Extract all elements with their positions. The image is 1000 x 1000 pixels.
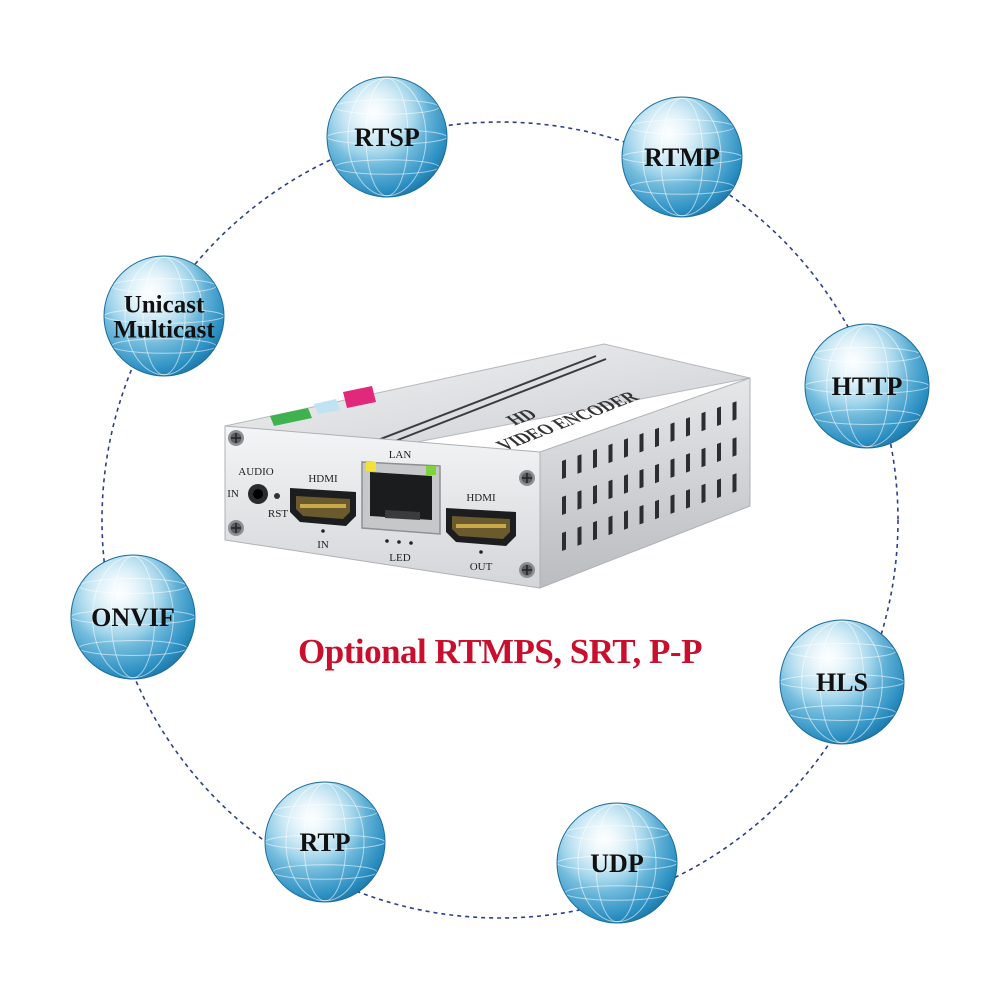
protocol-label: RTSP: [354, 123, 420, 152]
audio-in-label: IN: [227, 488, 239, 500]
vent-slot: [593, 520, 597, 541]
vent-slot: [717, 442, 721, 462]
led-label: LED: [389, 552, 410, 564]
protocol-label: Unicast: [124, 292, 205, 319]
audio-label: AUDIO: [238, 466, 273, 478]
protocol-label: ONVIF: [91, 603, 175, 632]
vent-slot: [624, 438, 628, 458]
vent-slot: [562, 459, 566, 479]
vent-slot: [562, 495, 566, 515]
reset-hole: [274, 493, 280, 499]
vent-slot: [686, 417, 690, 437]
optional-protocols-caption: Optional RTMPS, SRT, P-P: [298, 632, 702, 671]
vent-slot: [639, 433, 644, 453]
vent-slot: [624, 474, 628, 494]
light-blue-sticker: [314, 399, 340, 414]
vent-slot: [577, 490, 582, 510]
rst-label: RST: [268, 508, 288, 520]
vent-slot: [624, 510, 628, 530]
vent-slot: [717, 478, 721, 498]
vent-slot: [732, 401, 737, 421]
vent-slot: [655, 463, 659, 484]
hdmi-out-top-label: HDMI: [466, 492, 496, 504]
screw-icon: [519, 470, 535, 486]
hdmi-in-bottom-label: IN: [317, 539, 329, 551]
protocol-globe-rtmp: RTMP: [621, 96, 743, 218]
vent-slot: [639, 505, 644, 525]
vent-slot: [593, 484, 597, 505]
vent-slot: [670, 422, 675, 442]
vent-slot: [608, 443, 613, 464]
screw-icon: [228, 430, 244, 446]
protocol-globe-hls: HLS: [779, 619, 905, 745]
protocol-globe-udp: UDP: [556, 802, 678, 924]
green-sticker: [270, 408, 312, 426]
protocol-globe-rtsp: RTSP: [326, 76, 448, 198]
vent-slot: [608, 479, 613, 500]
protocol-globe-http: HTTP: [804, 323, 930, 449]
vent-slot: [639, 469, 644, 489]
lan-label: LAN: [389, 449, 412, 461]
protocol-globe-rtp: RTP: [264, 781, 386, 903]
vent-slot: [701, 483, 706, 504]
vent-slot: [593, 448, 597, 469]
protocol-label: HLS: [816, 668, 868, 697]
vent-slot: [655, 427, 659, 448]
vent-slot: [701, 411, 706, 432]
vent-slots: [562, 401, 737, 551]
vent-slot: [670, 494, 675, 514]
protocol-label: RTMP: [644, 143, 720, 172]
pink-sticker: [343, 386, 376, 408]
vent-slot: [732, 473, 737, 493]
vent-slot: [608, 515, 613, 536]
protocol-label: RTP: [299, 828, 350, 857]
hdmi-out-bottom-label: OUT: [470, 561, 493, 573]
protocol-globe-onvif: ONVIF: [70, 554, 196, 680]
hdmi-in-port: [290, 488, 356, 526]
svg-text:HD: HD: [501, 406, 541, 429]
vent-slot: [577, 526, 582, 546]
vent-slot: [732, 437, 737, 457]
audio-jack: [248, 484, 268, 504]
protocol-globes: RTSP RTMP HTTP HLS UDP RTP ONVIF UnicastMultica…: [70, 76, 930, 924]
hdmi-out-port: [446, 508, 516, 546]
screw-icon: [228, 520, 244, 536]
vent-slot: [686, 489, 690, 509]
vent-slot: [562, 531, 566, 551]
vent-slot: [670, 458, 675, 478]
hdmi-in-top-label: HDMI: [308, 473, 338, 485]
orbit-circle: [101, 121, 899, 919]
protocol-label: HTTP: [832, 372, 903, 401]
vent-slot: [686, 453, 690, 473]
vent-slot: [577, 454, 582, 474]
screw-icon: [519, 562, 535, 578]
protocol-label: Multicast: [113, 317, 215, 344]
video-encoder-device: HD VIDEO ENCODER AUDIO IN RST: [224, 343, 751, 589]
protocol-label: UDP: [590, 849, 644, 878]
vent-slot: [655, 499, 659, 520]
vent-slot: [717, 406, 721, 426]
lan-port: [361, 461, 441, 535]
vent-slot: [701, 447, 706, 468]
